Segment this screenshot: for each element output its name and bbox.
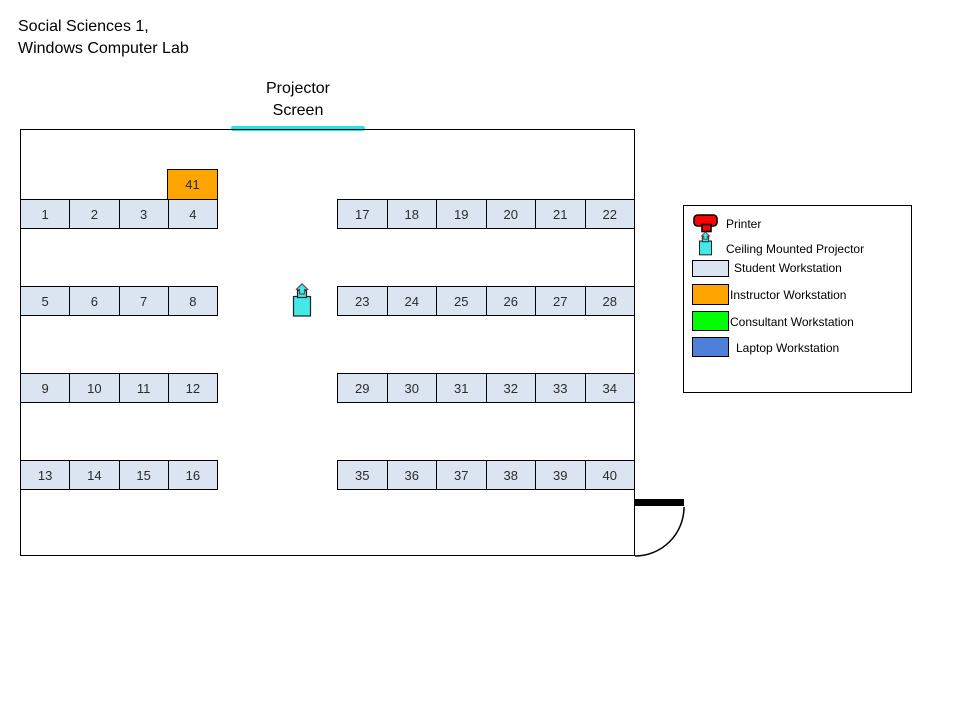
workstation-seat-13: 13 <box>20 460 71 490</box>
workstation-seat-21: 21 <box>536 199 586 229</box>
laptop-workstation-swatch <box>692 337 729 357</box>
workstation-seat-35: 35 <box>337 460 388 490</box>
workstation-seat-34: 34 <box>585 373 635 403</box>
legend-label-student: Student Workstation <box>734 261 842 275</box>
workstation-seat-15: 15 <box>119 460 169 490</box>
workstation-seat-39: 39 <box>536 460 586 490</box>
workstation-seat-18: 18 <box>387 199 437 229</box>
workstation-seat-23: 23 <box>337 286 388 316</box>
workstation-seat-2: 2 <box>70 199 120 229</box>
workstation-seat-6: 6 <box>70 286 120 316</box>
projector-screen-label: Projector Screen <box>265 80 331 119</box>
workstation-seat-16: 16 <box>168 460 218 490</box>
door-panel <box>635 499 684 506</box>
page-title: Social Sciences 1, Windows Computer Lab <box>18 18 189 57</box>
consultant-workstation-swatch <box>692 311 729 331</box>
workstation-seat-31: 31 <box>437 373 487 403</box>
workstation-seat-4: 4 <box>168 199 218 229</box>
room-outline <box>20 129 635 556</box>
ceiling-projector-icon <box>290 283 314 317</box>
workstation-seat-25: 25 <box>437 286 487 316</box>
legend-label-consultant: Consultant Workstation <box>730 315 854 329</box>
workstation-seat-26: 26 <box>486 286 536 316</box>
workstation-seat-11: 11 <box>119 373 169 403</box>
workstation-seat-10: 10 <box>70 373 120 403</box>
workstation-seat-20: 20 <box>486 199 536 229</box>
legend-label-instructor: Instructor Workstation <box>730 288 847 302</box>
instructor-workstation-41: 41 <box>167 169 218 200</box>
workstation-seat-36: 36 <box>387 460 437 490</box>
legend-label-printer: Printer <box>726 217 762 231</box>
workstation-seat-27: 27 <box>536 286 586 316</box>
projector-icon <box>697 231 714 256</box>
legend-label-projector: Ceiling Mounted Projector <box>726 242 865 256</box>
projector-screen <box>231 126 365 131</box>
workstation-seat-29: 29 <box>337 373 388 403</box>
workstation-seat-22: 22 <box>585 199 635 229</box>
workstation-seat-7: 7 <box>119 286 169 316</box>
legend-box: Printer Ceiling Mounted Projector Studen… <box>683 205 912 393</box>
workstation-seat-28: 28 <box>585 286 635 316</box>
workstation-seat-24: 24 <box>387 286 437 316</box>
workstation-seat-38: 38 <box>486 460 536 490</box>
workstation-seat-14: 14 <box>70 460 120 490</box>
student-workstation-swatch <box>692 260 729 277</box>
workstation-seat-12: 12 <box>168 373 218 403</box>
workstation-seat-1: 1 <box>20 199 71 229</box>
workstation-seat-32: 32 <box>486 373 536 403</box>
legend-label-laptop: Laptop Workstation <box>736 341 840 355</box>
workstation-seat-17: 17 <box>337 199 388 229</box>
workstation-seat-30: 30 <box>387 373 437 403</box>
workstation-seat-5: 5 <box>20 286 71 316</box>
workstation-seat-19: 19 <box>437 199 487 229</box>
workstation-seat-9: 9 <box>20 373 71 403</box>
workstation-seat-3: 3 <box>119 199 169 229</box>
workstation-seat-37: 37 <box>437 460 487 490</box>
workstation-seat-40: 40 <box>585 460 635 490</box>
door <box>630 492 700 562</box>
workstation-seat-33: 33 <box>536 373 586 403</box>
printer-icon <box>693 213 719 234</box>
door-swing-arc <box>634 506 685 557</box>
instructor-workstation-swatch <box>692 284 729 305</box>
workstation-seat-8: 8 <box>168 286 218 316</box>
